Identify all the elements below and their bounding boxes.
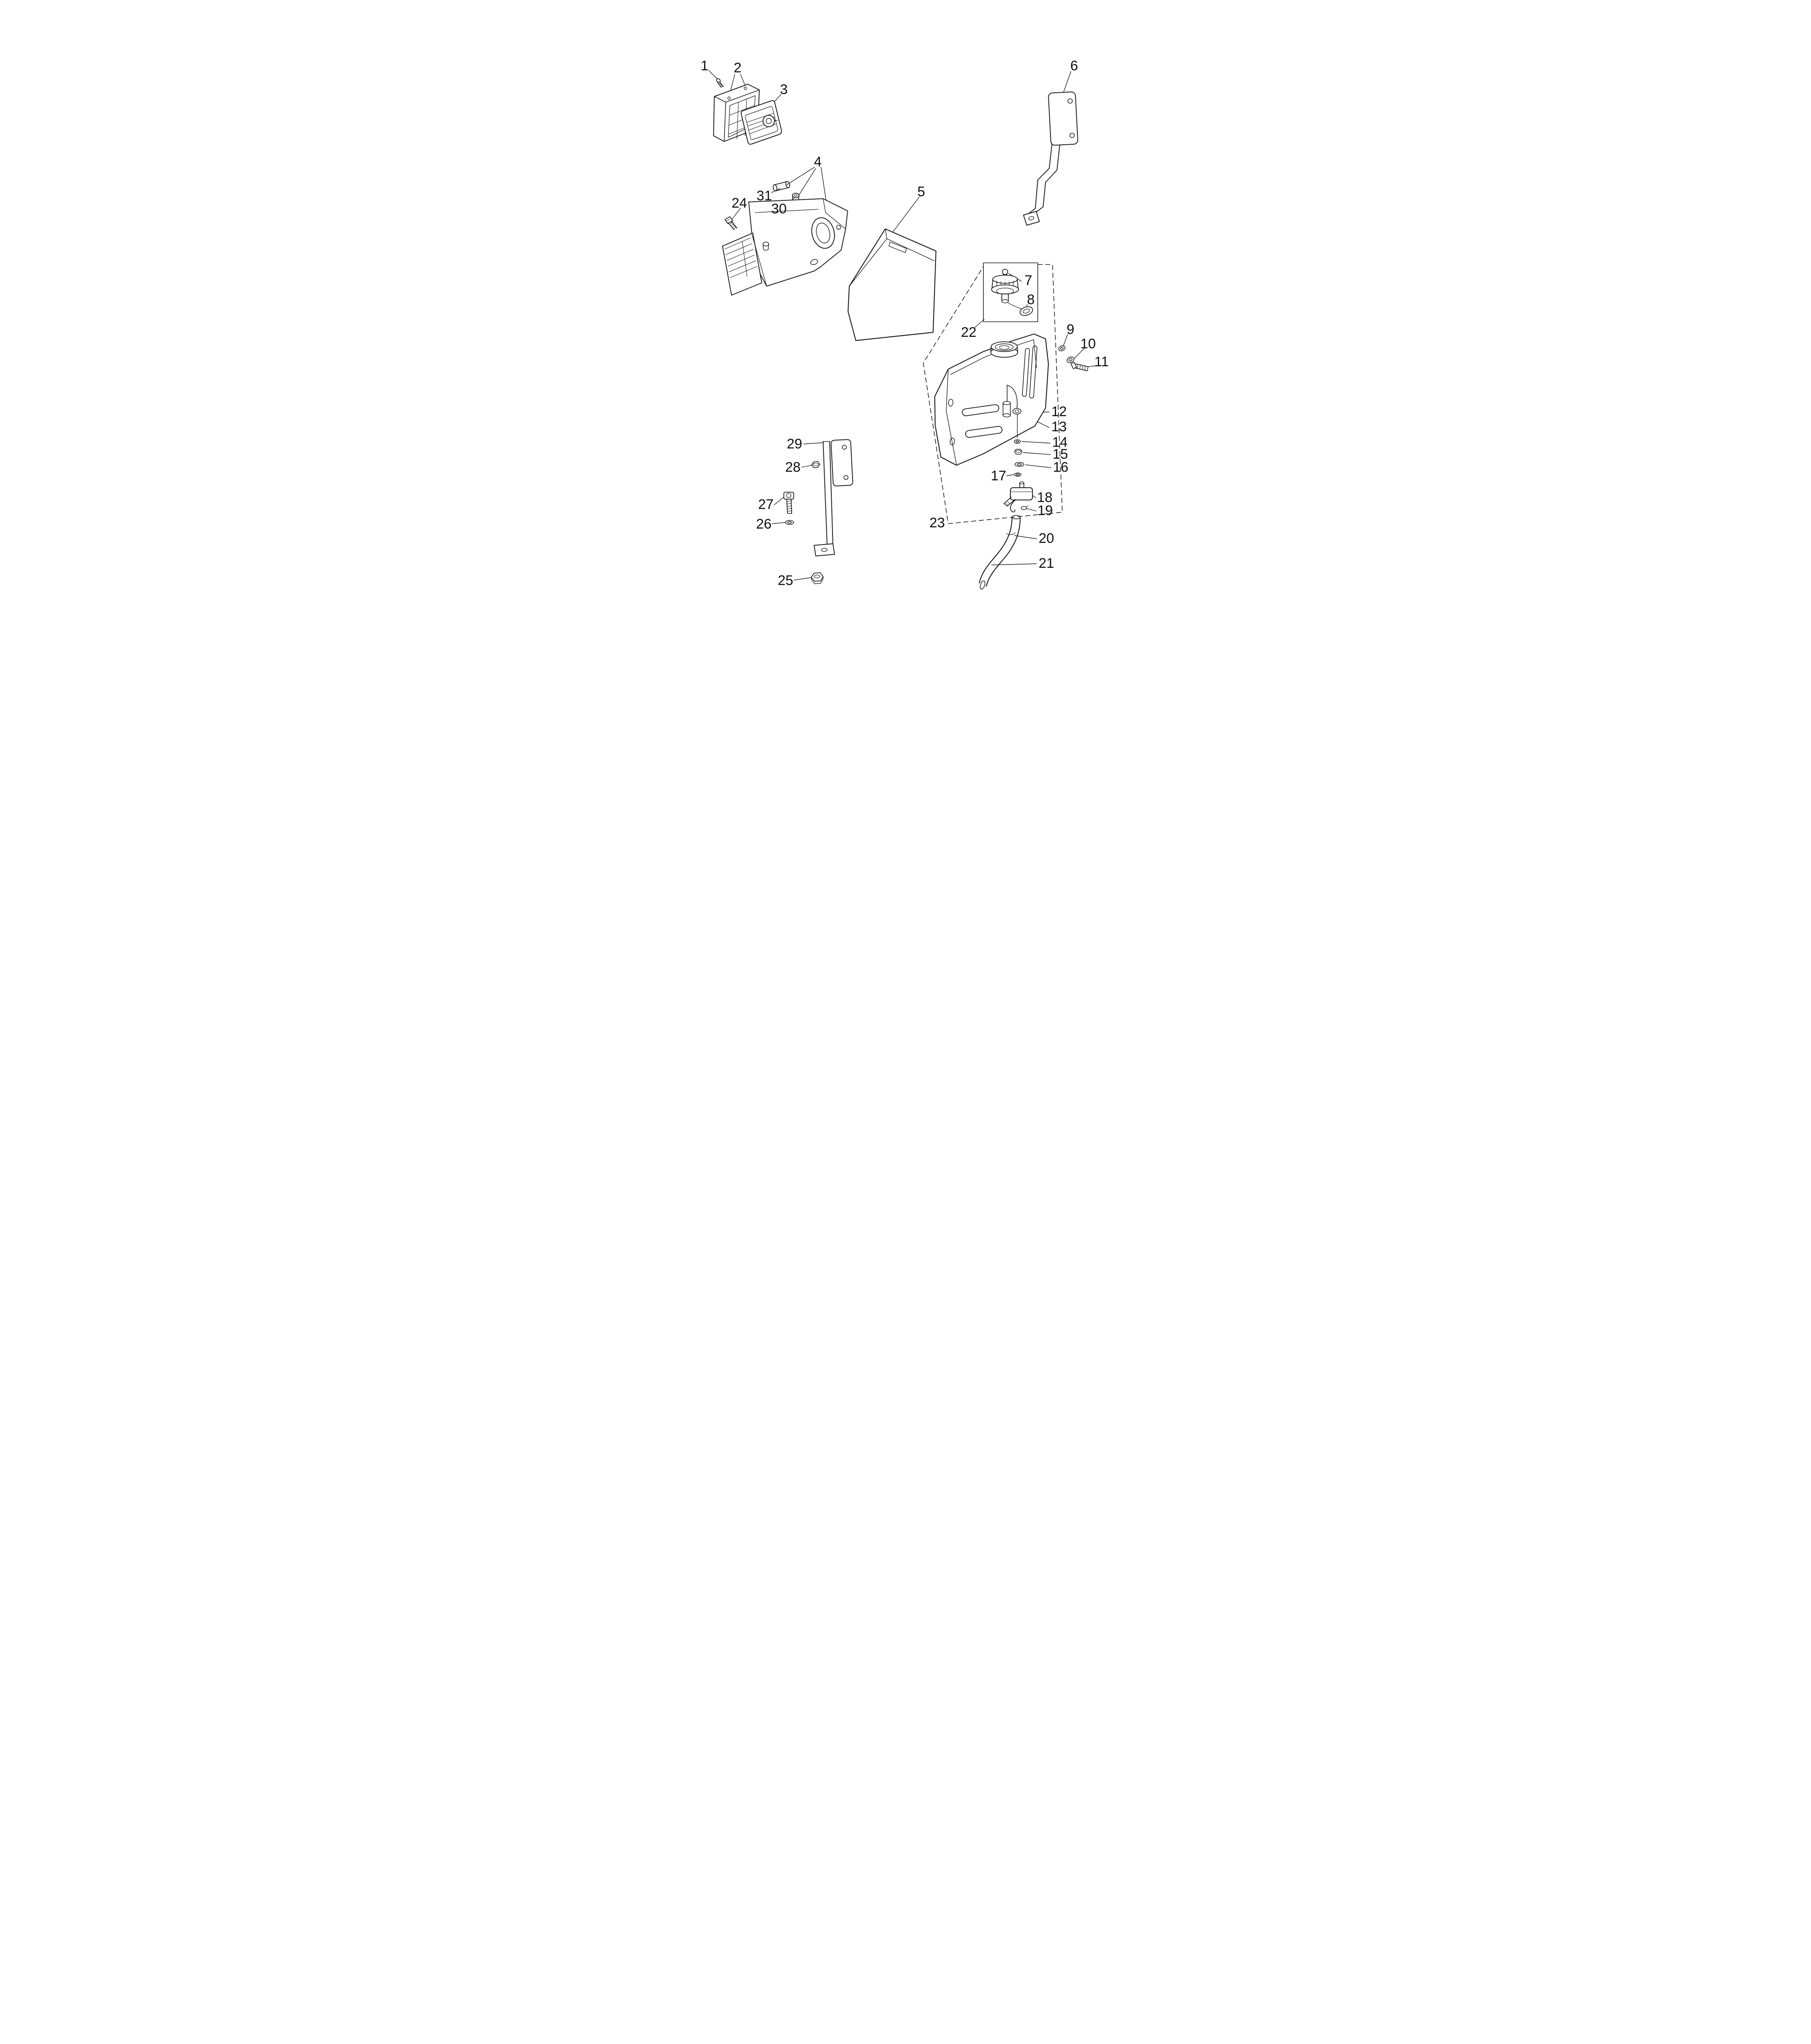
grommet-13 <box>1012 408 1021 438</box>
screw-24 <box>725 216 737 230</box>
callout-17: 17 <box>991 468 1006 484</box>
callout-9: 9 <box>1067 322 1075 337</box>
callout-30: 30 <box>771 201 787 217</box>
clip-19 <box>1021 505 1028 510</box>
callout-5: 5 <box>918 184 925 199</box>
exploded-view-diagram: 1 2 3 4 5 6 7 8 9 10 11 12 13 14 15 16 1… <box>701 58 1109 589</box>
washer-9 <box>1058 345 1066 352</box>
foam-filter <box>847 228 937 341</box>
callout-10: 10 <box>1080 336 1096 352</box>
leader-lines <box>708 70 1096 580</box>
callout-labels: 1 2 3 4 5 6 7 8 9 10 11 12 13 14 15 16 1… <box>701 58 1109 588</box>
fuel-hose <box>978 515 1021 589</box>
pin-31 <box>772 181 790 192</box>
callout-6: 6 <box>1070 58 1078 74</box>
callout-26: 26 <box>756 516 772 532</box>
nut-15 <box>1014 449 1023 455</box>
fuel-cap-box <box>983 262 1038 322</box>
callout-13: 13 <box>1051 419 1067 435</box>
callout-28: 28 <box>785 459 801 475</box>
assembly-boundary-23 <box>923 264 1063 524</box>
callout-29: 29 <box>787 436 802 452</box>
o-ring-17 <box>1014 473 1021 477</box>
callout-14: 14 <box>1052 435 1068 450</box>
fuel-tank <box>934 333 1049 466</box>
callout-3: 3 <box>780 82 788 97</box>
callout-25: 25 <box>778 573 793 588</box>
callout-15: 15 <box>1052 446 1068 462</box>
fuel-cap-assembly-group <box>983 262 1038 322</box>
bolt-27 <box>783 492 794 514</box>
cap-retainer <box>1019 306 1033 316</box>
callout-31: 31 <box>756 188 772 204</box>
mount-bracket-6 <box>1023 91 1078 226</box>
callout-22: 22 <box>961 325 976 340</box>
callout-24: 24 <box>732 195 747 211</box>
callout-11: 11 <box>1094 354 1109 370</box>
callout-7: 7 <box>1025 273 1032 288</box>
callout-12: 12 <box>1051 404 1067 419</box>
callout-16: 16 <box>1053 459 1068 475</box>
washer-16 <box>1014 462 1024 467</box>
callout-20: 20 <box>1039 531 1054 546</box>
outlet-clip-14 <box>1014 439 1021 444</box>
nut-28 <box>811 461 820 468</box>
fuel-tap-18 <box>1003 481 1033 513</box>
callout-1: 1 <box>701 58 709 74</box>
washer-26 <box>785 520 794 525</box>
callout-2: 2 <box>734 60 742 76</box>
callout-8: 8 <box>1027 292 1035 307</box>
callout-27: 27 <box>758 497 774 512</box>
bracket-29 <box>814 439 853 556</box>
air-filter-element <box>741 100 782 145</box>
callout-18: 18 <box>1037 490 1052 505</box>
nut-25 <box>811 572 824 584</box>
fuel-cap <box>991 269 1022 309</box>
callout-4: 4 <box>814 154 822 170</box>
air-filter-housing <box>722 198 848 296</box>
fuel-pickup-12 <box>1003 385 1018 417</box>
screw-11 <box>1070 362 1088 371</box>
callout-23: 23 <box>929 515 945 531</box>
callout-21: 21 <box>1039 556 1054 571</box>
parts-diagram-page: 1 2 3 4 5 6 7 8 9 10 11 12 13 14 15 16 1… <box>679 0 1132 640</box>
callout-19: 19 <box>1037 503 1053 518</box>
lock-washer-10 <box>1066 356 1075 363</box>
screw-1 <box>716 78 724 88</box>
